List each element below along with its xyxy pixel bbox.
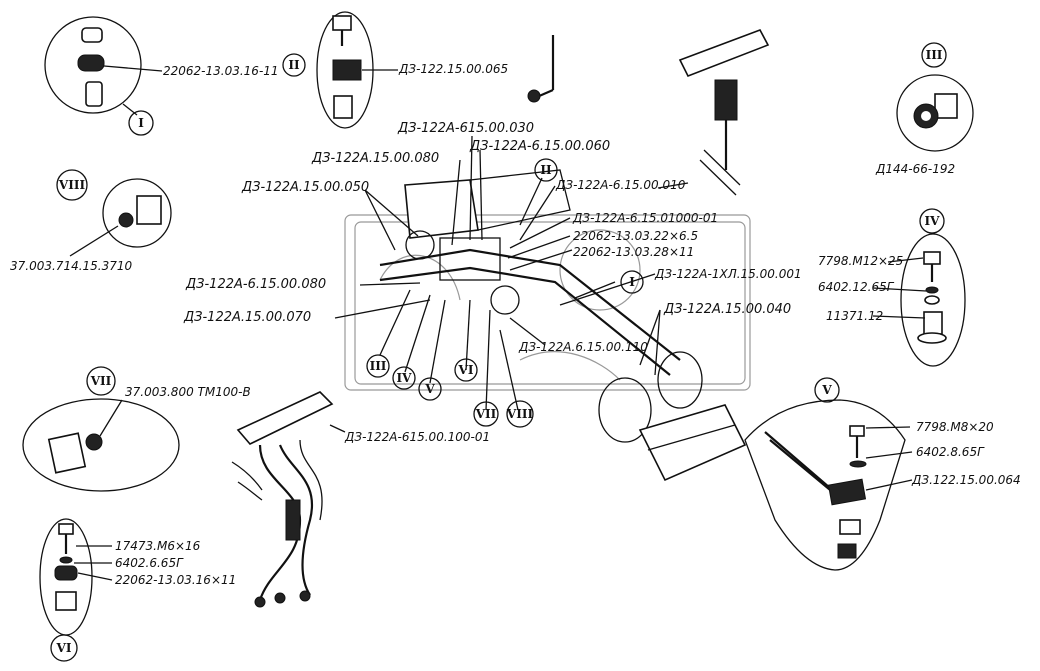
label-m9: ДЗ-122А-1ХЛ.15.00.001 <box>654 267 802 281</box>
roman-V-badge <box>814 377 840 403</box>
harness-label: ДЗ-122А-615.00.100-01 <box>344 430 490 444</box>
label-m8: 22062-13.03.28×11 <box>573 245 694 259</box>
detail-III-label: Д144-66-192 <box>875 162 955 176</box>
roman-IV-badge <box>919 208 945 234</box>
label-m11: ДЗ-122А.15.00.040 <box>663 302 791 317</box>
roman-II: II <box>288 58 300 72</box>
main-labels: ДЗ-122А-615.00.030 ДЗ-122А.15.00.080 ДЗ-… <box>183 121 802 354</box>
detail-III-circle <box>896 74 974 152</box>
marker-VII: VII <box>475 407 497 421</box>
marker-II: II <box>540 163 552 177</box>
antenna-part <box>527 35 555 103</box>
roman-VII-badge <box>86 366 116 396</box>
main-machine <box>344 169 751 482</box>
detail-IV-ellipse <box>900 233 966 367</box>
harness-connector-block <box>236 391 334 445</box>
detail-VIII-label: 37.003.714.15.3710 <box>10 259 133 273</box>
roman-V: V <box>821 383 832 397</box>
detail-IV: 7798.М12×25 6402.12.65Г 11371.12 IV <box>818 208 966 367</box>
roman-IV: IV <box>925 214 941 228</box>
marker-III: III <box>370 359 387 373</box>
detail-VI-label-3: 22062-13.03.16×11 <box>115 573 236 587</box>
detail-VIII-circle <box>102 178 172 248</box>
detail-V-label-1: 7798.М8×20 <box>916 420 994 434</box>
marker-VI: VI <box>458 363 474 377</box>
marker-IV: IV <box>397 371 413 385</box>
detail-V-label-3: ДЗ.122.15.00.064 <box>911 473 1021 487</box>
roman-VI: VI <box>56 641 72 655</box>
marker-V: V <box>424 382 435 396</box>
connector-block-top <box>678 29 770 196</box>
roman-III-badge <box>921 42 947 68</box>
roman-VIII-badge <box>56 169 88 201</box>
detail-II-label: ДЗ-122.15.00.065 <box>398 62 508 76</box>
leader-lines <box>334 135 689 411</box>
detail-VII-label: 37.003.800 ТМ100-В <box>125 385 251 399</box>
main-roman-markers: II I III IV V VI VII VIII <box>366 158 644 428</box>
marker-I: I <box>629 275 635 289</box>
detail-III: Д144-66-192 III <box>875 42 974 176</box>
label-m10: ДЗ-122А-6.15.00.080 <box>185 277 326 292</box>
label-m5: ДЗ-122А-6.15.00.010 <box>555 178 686 192</box>
detail-VIII: 37.003.714.15.3710 VIII <box>10 169 172 273</box>
detail-I-circle <box>44 16 142 114</box>
detail-V-outline <box>744 399 906 571</box>
detail-V: 7798.М8×20 6402.8.65Г ДЗ.122.15.00.064 V <box>744 377 1021 571</box>
detail-VII-ellipse <box>22 398 180 492</box>
label-m6: ДЗ-122А-6.15.01000-01 <box>572 211 718 225</box>
detail-VI-label-1: 17473.М6×16 <box>115 539 201 553</box>
label-m1: ДЗ-122А-615.00.030 <box>397 121 534 136</box>
detail-VII: 37.003.800 ТМ100-В VII <box>22 366 251 492</box>
roman-VI-badge <box>50 634 78 662</box>
label-m4: ДЗ-122А.15.00.050 <box>241 180 369 195</box>
detail-VI: 17473.М6×16 6402.6.65Г 22062-13.03.16×11… <box>39 518 236 662</box>
label-m3: ДЗ-122А-6.15.00.060 <box>469 139 610 154</box>
roman-VIII: VIII <box>58 178 86 192</box>
detail-IV-label-3: 11371.12 <box>826 309 883 323</box>
roman-III: III <box>926 48 943 62</box>
wire-harness: ДЗ-122А-615.00.100-01 <box>231 391 490 608</box>
marker-VIII: VIII <box>506 407 534 421</box>
detail-I: 22062-13.03.16-11 I <box>44 16 279 136</box>
detail-IV-label-2: 6402.12.65Г <box>818 280 895 294</box>
roman-VII: VII <box>90 374 112 388</box>
detail-VI-label-2: 6402.6.65Г <box>115 556 184 570</box>
label-m12: ДЗ-122А.15.00.070 <box>183 310 311 325</box>
label-m7: 22062-13.03.22×6.5 <box>573 229 698 243</box>
roman-I: I <box>138 116 144 130</box>
detail-II: ДЗ-122.15.00.065 II <box>282 11 508 129</box>
detail-V-label-2: 6402.8.65Г <box>916 445 985 459</box>
label-m2: ДЗ-122А.15.00.080 <box>311 151 439 166</box>
roman-I-badge <box>128 110 154 136</box>
detail-I-label: 22062-13.03.16-11 <box>163 64 279 78</box>
label-m13: ДЗ-122А.6.15.00.110 <box>518 340 648 354</box>
detail-IV-label-1: 7798.М12×25 <box>818 254 903 268</box>
roman-II-badge <box>282 53 306 77</box>
